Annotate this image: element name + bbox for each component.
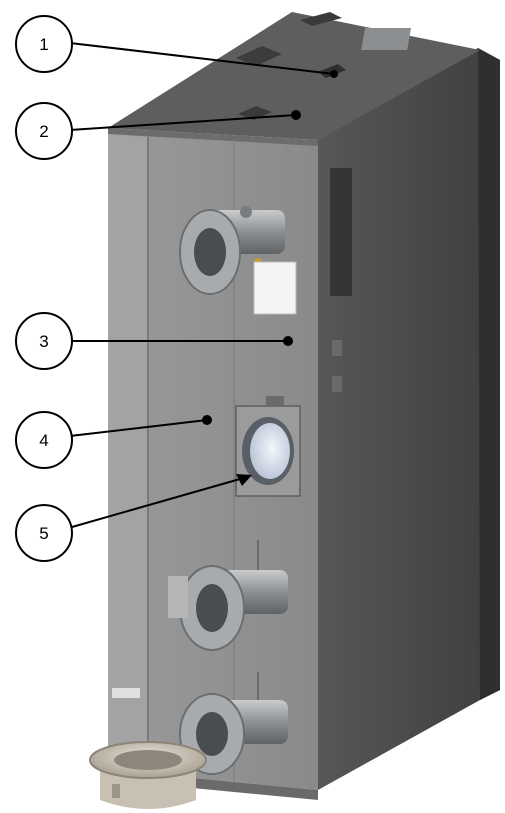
base-flange	[89, 741, 207, 809]
callout-label-4: 4	[39, 431, 48, 450]
callout-5: 5	[15, 504, 73, 562]
callout-3: 3	[15, 312, 73, 370]
callout-1: 1	[15, 15, 73, 73]
side-edge	[478, 48, 500, 700]
side-panel	[318, 48, 500, 790]
upper-flange	[179, 206, 285, 295]
side-port-2	[332, 376, 342, 392]
callout-2: 2	[15, 102, 73, 160]
leader-dot-2	[291, 110, 301, 120]
callout-label-3: 3	[39, 332, 48, 351]
callout-label-1: 1	[39, 35, 48, 54]
callout-label-5: 5	[39, 524, 48, 543]
callout-label-2: 2	[39, 122, 48, 141]
leader-dot-4	[202, 415, 212, 425]
white-label-plate	[253, 261, 297, 315]
callout-4: 4	[15, 411, 73, 469]
leader-dot-1	[330, 70, 338, 78]
leader-dot-3	[283, 336, 293, 346]
leader-line-1	[69, 42, 335, 75]
side-vent	[330, 168, 352, 296]
top-connection-2	[238, 106, 272, 120]
nameplate	[112, 688, 140, 698]
leader-line-2	[69, 114, 297, 131]
top-control-box	[361, 28, 412, 50]
left-strip	[108, 134, 148, 773]
leader-arrow-5	[236, 474, 252, 486]
sight-glass-window	[235, 396, 301, 497]
top-opening	[236, 46, 282, 66]
leader-line-4	[69, 419, 208, 437]
leader-lines	[69, 42, 335, 528]
leader-line-5	[71, 478, 241, 528]
side-port-1	[332, 340, 342, 356]
top-rear-fitting	[300, 12, 342, 26]
middle-flange	[168, 540, 288, 651]
